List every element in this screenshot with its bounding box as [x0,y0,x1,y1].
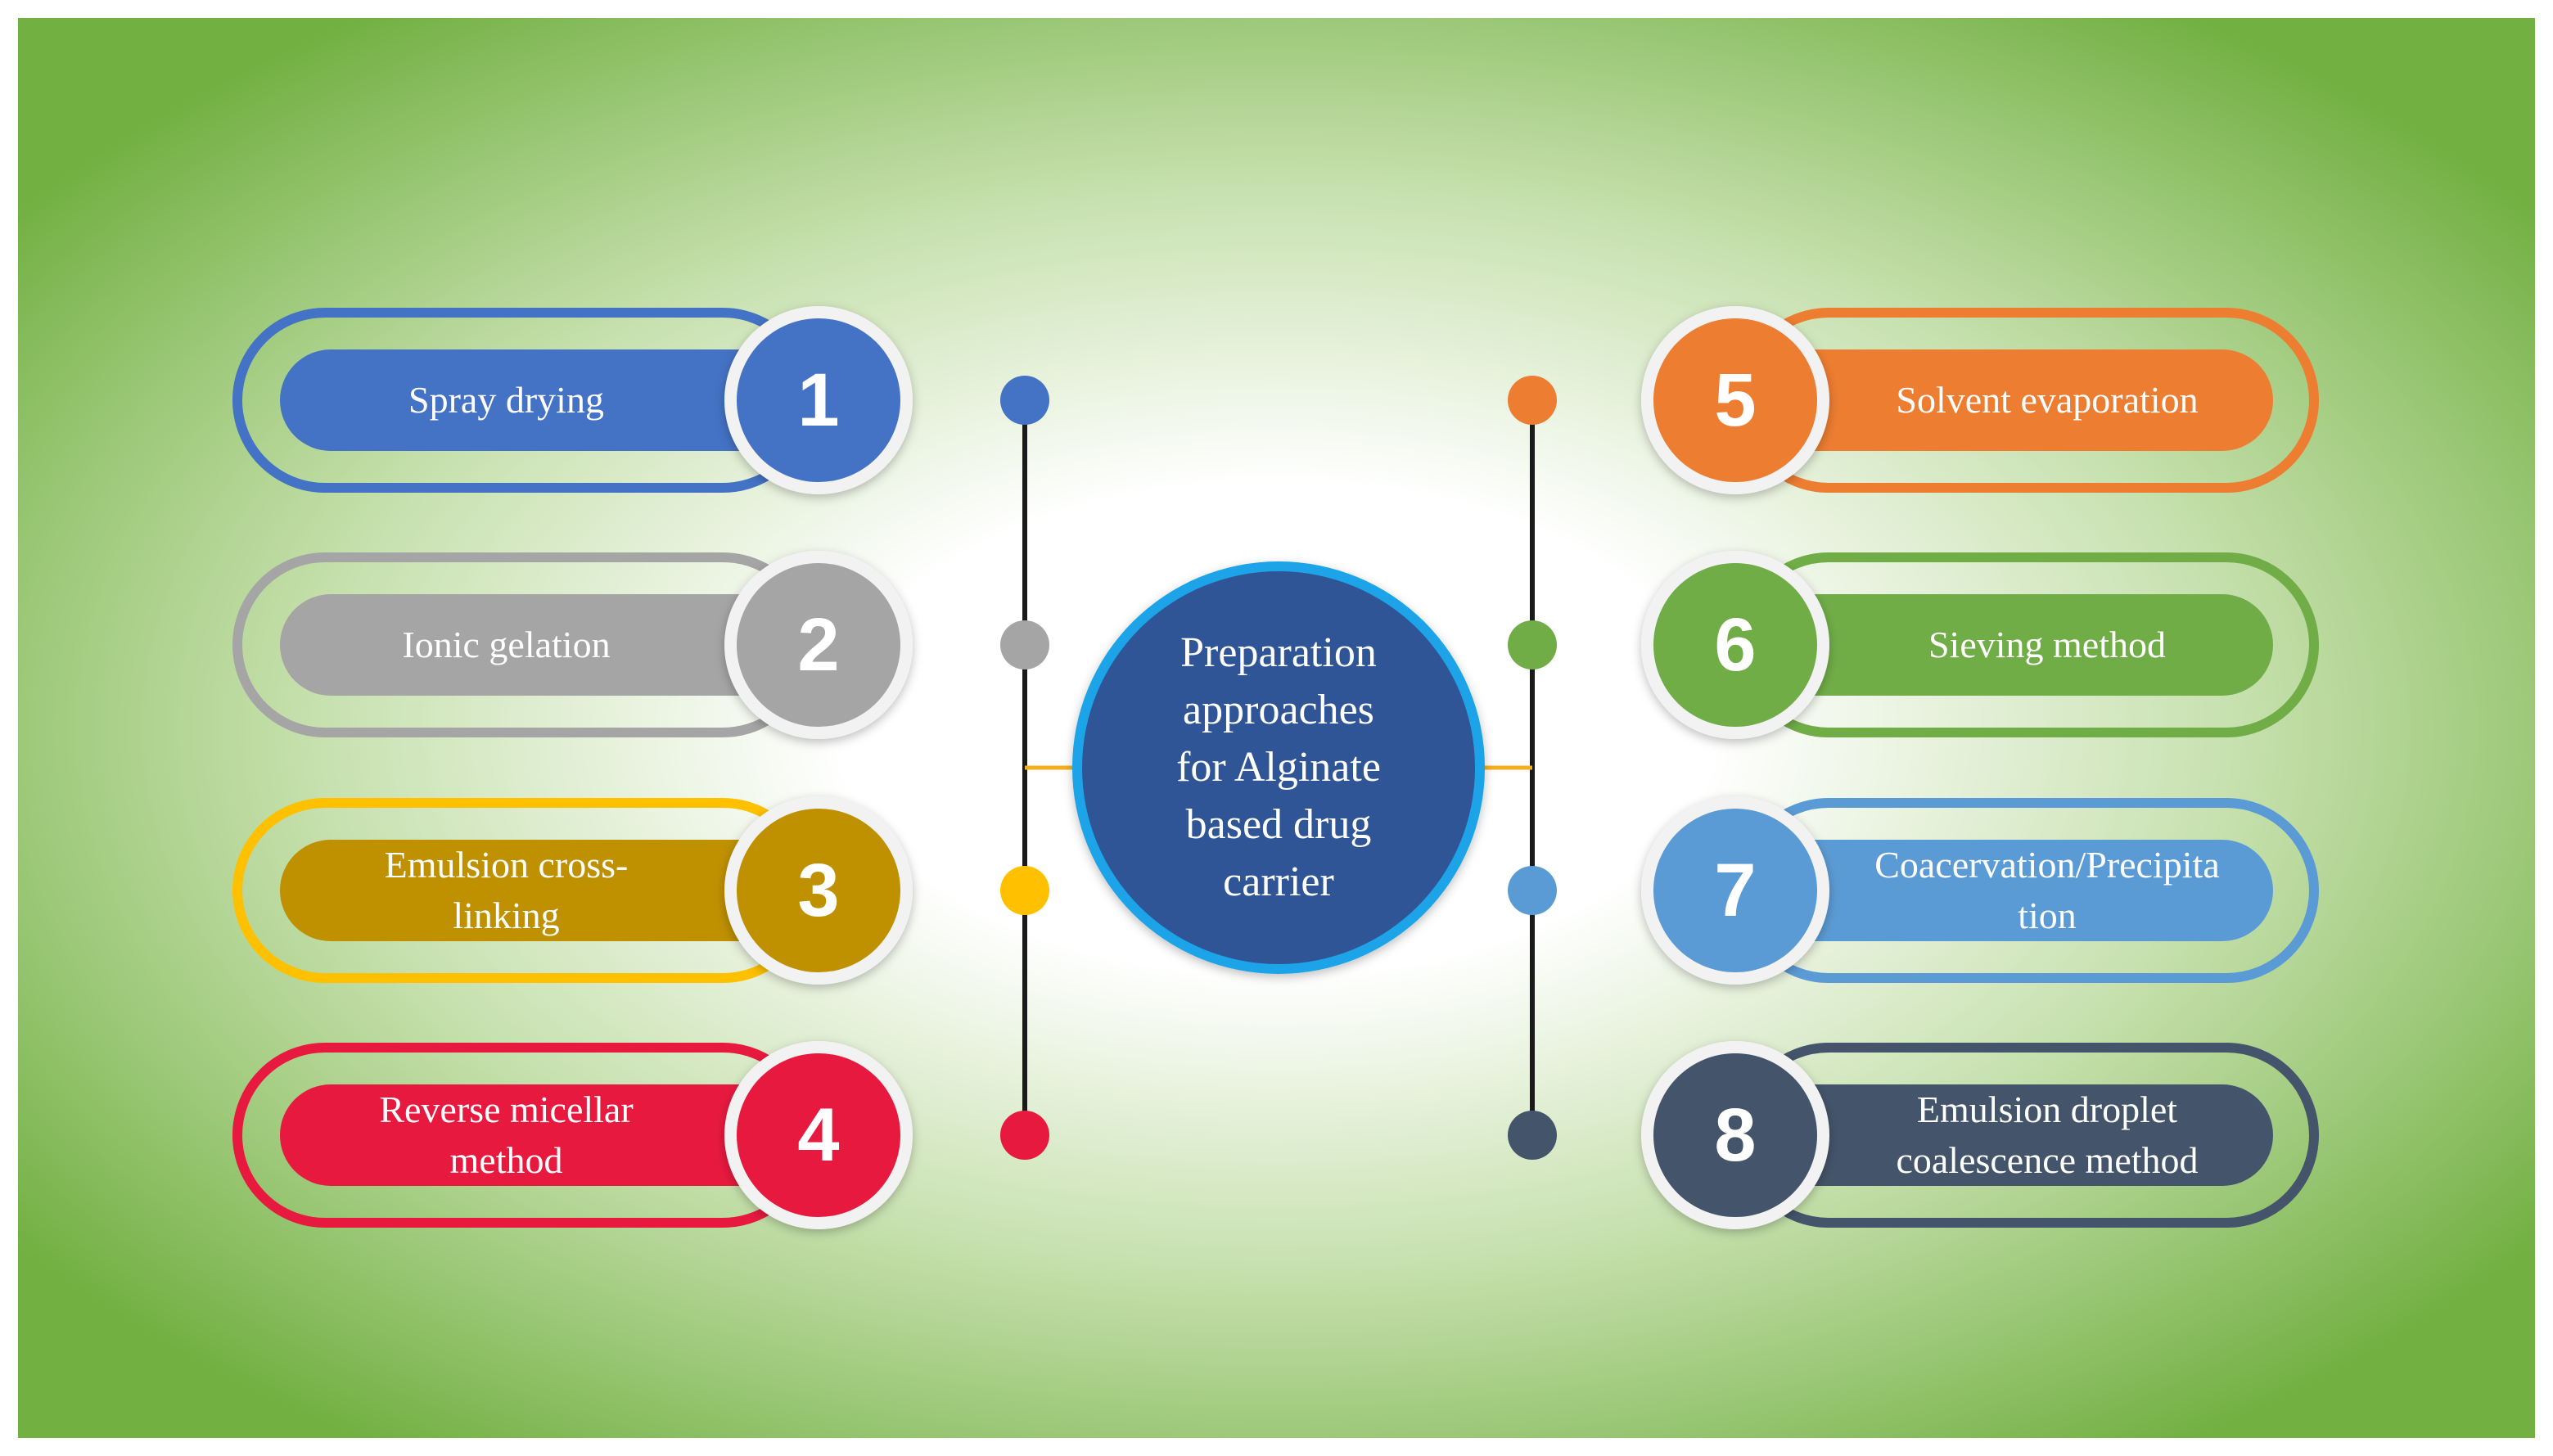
item-label: Emulsion droplet coalescence method [1896,1089,2199,1181]
pill-fill [280,349,820,451]
item-label: Emulsion cross- linking [384,844,629,936]
item-number-badge: 6 [1714,603,1757,687]
pill-fill [280,840,820,941]
timeline-dot [1000,866,1049,915]
item-number-badge: 4 [797,1093,840,1177]
timeline-dot [1508,376,1557,425]
item-number-badge: 5 [1714,358,1757,442]
pill-fill [1733,349,2273,451]
timeline-dot [1508,866,1557,915]
diagram-graphics [18,18,2535,1438]
item-label: Sieving method [1928,624,2167,665]
pill-fill [1733,1084,2273,1186]
item-label: Reverse micellar method [379,1089,634,1181]
item-label: Ionic gelation [402,624,611,665]
timeline-dot [1000,1111,1049,1160]
diagram-canvas: Preparation approaches for Alginate base… [18,18,2535,1438]
item-number-badge: 1 [797,358,840,442]
item-number-badge: 3 [797,849,840,932]
number-circle [737,318,900,482]
number-circle [737,809,900,972]
method-pills [232,306,2319,1229]
pill-fill [1733,594,2273,696]
number-circle [1653,809,1817,972]
item-number-badge: 2 [797,603,840,687]
timeline-dot [1000,376,1049,425]
pill-fill [280,594,820,696]
item-label: Coacervation/Precipita tion [1874,844,2220,936]
timeline-dot [1508,1111,1557,1160]
timeline-lines [1000,376,1557,1160]
item-number-badge: 8 [1714,1093,1757,1177]
number-circle [737,1053,900,1217]
number-circle [1653,563,1817,727]
number-circle [1653,1053,1817,1217]
item-label: Spray drying [408,379,604,421]
timeline-dot [1000,620,1049,669]
center-title: Preparation approaches for Alginate base… [1176,629,1381,905]
timeline-dot [1508,620,1557,669]
pill-fill [280,1084,820,1186]
number-circle [737,563,900,727]
center-node-fill [1082,571,1475,964]
item-label: Solvent evaporation [1896,379,2199,421]
item-number-badge: 7 [1714,849,1757,932]
pill-fill [1733,840,2273,941]
center-node [1072,561,1485,974]
number-circle [1653,318,1817,482]
